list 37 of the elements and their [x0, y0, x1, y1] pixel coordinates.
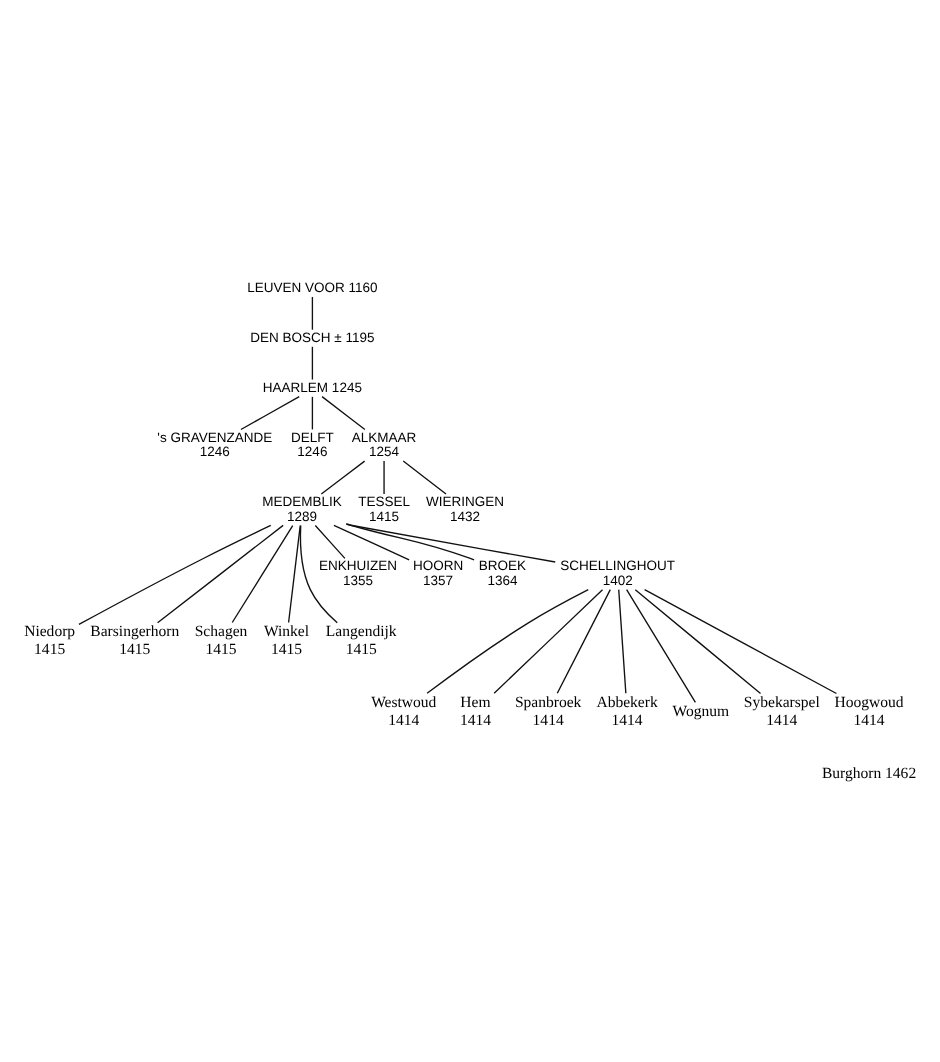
connector — [314, 523, 346, 559]
node-text: Hem 1414 — [459, 691, 491, 728]
connector — [643, 588, 838, 694]
node-text: Schagen 1415 — [194, 621, 248, 658]
connector — [311, 395, 314, 430]
connector — [240, 394, 300, 430]
connector — [345, 522, 556, 562]
connector — [231, 523, 294, 623]
connector — [625, 588, 697, 702]
label: Burghorn 1462 — [821, 762, 917, 781]
node-text: Sybekarspel 1414 — [743, 691, 820, 728]
node-text: Hoogwoud 1414 — [834, 691, 904, 728]
node-text: Westwoud 1414 — [371, 691, 437, 728]
connector — [78, 523, 272, 625]
node-text: Wognum — [672, 700, 730, 719]
connector — [426, 588, 589, 693]
connector — [493, 588, 604, 693]
connector — [299, 523, 338, 623]
node-text: Niedorp 1415 — [24, 621, 76, 658]
connector — [311, 295, 314, 330]
node-text: Winkel 1415 — [263, 621, 309, 658]
connector — [287, 523, 301, 623]
node-text: Langendijk 1415 — [325, 621, 397, 658]
connector — [321, 394, 366, 430]
connector — [320, 459, 366, 494]
connector — [402, 459, 447, 494]
connector — [156, 523, 284, 623]
connector — [618, 588, 627, 693]
connector — [556, 588, 611, 693]
connector — [311, 345, 314, 380]
connector — [383, 459, 385, 494]
connector — [345, 522, 475, 560]
node-text: Spanbroek 1414 — [514, 691, 582, 728]
node-text: Barsingerhorn 1415 — [90, 621, 180, 658]
connector — [333, 523, 410, 560]
node-text: Abbekerk 1414 — [596, 691, 658, 728]
connector — [634, 588, 762, 694]
